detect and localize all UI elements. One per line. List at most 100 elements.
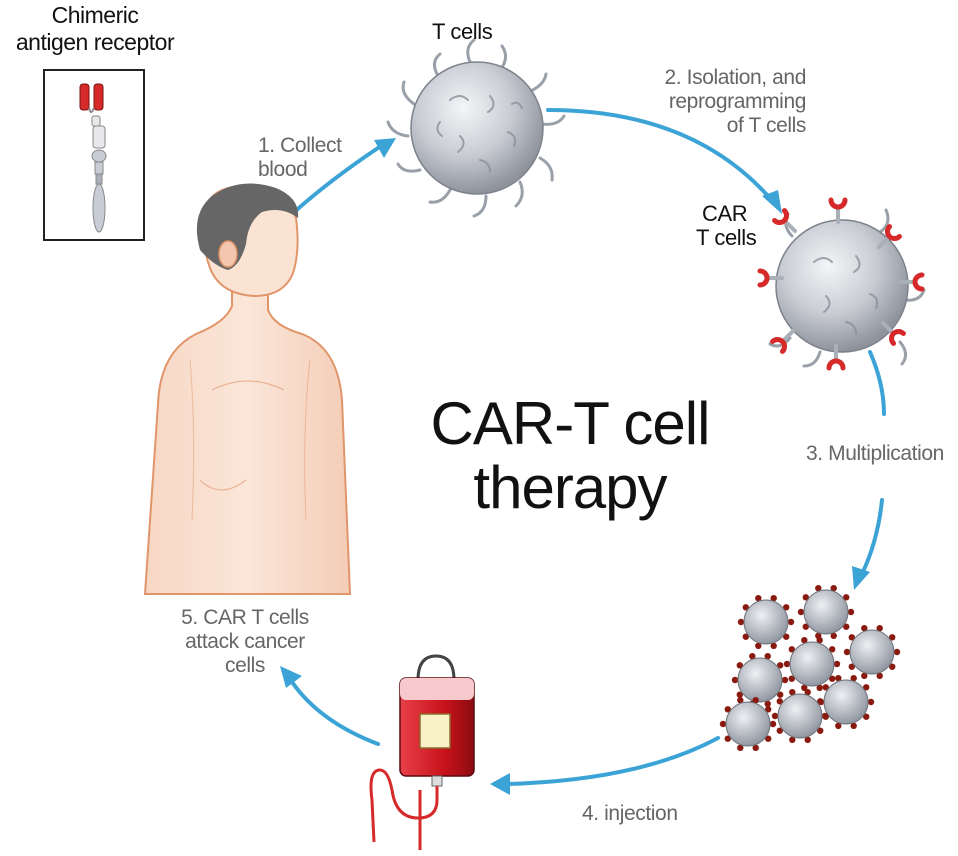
step-multiplication-text: 3. Multiplication (806, 442, 944, 465)
car-t-label: CAR T cells (696, 201, 757, 250)
cell-receptor-dot (889, 634, 896, 641)
step-collect-line-2: blood (258, 158, 308, 181)
step-isolation-line-2: reprogramming (668, 90, 807, 113)
car-t-cell-icon (757, 197, 926, 371)
arrow-attack-head (280, 666, 302, 688)
center-title: CAR-T cell therapy (390, 392, 750, 520)
cell-receptor-dot (737, 618, 745, 626)
cell-receptor-dot (843, 594, 850, 601)
cell-receptor-dot (861, 625, 868, 632)
cell-receptor-dot (765, 706, 772, 713)
step-collect-line-1: 1. Collect (258, 134, 342, 157)
cell-receptor-dot (771, 712, 779, 720)
cell-receptor-dot (776, 727, 783, 734)
cell-receptor-dot (724, 735, 731, 742)
cell-receptor-dot (783, 633, 790, 640)
t-cells-label: T cells (432, 19, 493, 44)
cell-receptor-dot (765, 735, 772, 742)
receptor-title-line-1: Chimeric (51, 2, 139, 28)
cell-receptor-dot (830, 585, 837, 592)
arrow-isolation (546, 108, 770, 198)
step-attack-line-3: cells (224, 654, 265, 677)
arrow-collect-head (374, 138, 396, 158)
cell-receptor-dot (749, 653, 756, 660)
car-t-line-1: CAR (702, 201, 748, 226)
cell-receptor-dot (817, 727, 824, 734)
cell-receptor-dot (835, 722, 842, 729)
iv-bag-icon (369, 654, 475, 850)
cell-receptor-dot (737, 697, 744, 704)
step-isolation-line-3: of T cells (726, 114, 807, 137)
receptor-title: Chimeric antigen receptor (0, 2, 190, 56)
cell-receptor-dot (863, 684, 870, 691)
cell-receptor-dot (752, 697, 759, 704)
cell-receptor-dot (843, 623, 850, 630)
car-t-line-2: T cells (696, 225, 757, 250)
cell-receptor-dot (783, 660, 791, 668)
cell-receptor-dot (829, 646, 836, 653)
cell-receptor-dot (850, 675, 857, 682)
cell-receptor-dot (788, 675, 795, 682)
arrow-multiplication-head (852, 566, 870, 590)
cell-receptor-dot (848, 634, 855, 641)
cell-receptor-dot (769, 720, 777, 728)
cell-receptor-dot (731, 676, 739, 684)
step-injection-text: 4. injection (582, 802, 678, 825)
cell-receptor-dot (829, 675, 836, 682)
arrow-collect (290, 146, 380, 216)
multiplied-cell (803, 589, 849, 635)
cell-receptor-dot (752, 744, 759, 751)
cell-receptor-dot (724, 706, 731, 713)
cell-receptor-dot (742, 604, 749, 611)
multiplied-cell (743, 599, 789, 645)
cell-receptor-dot (876, 672, 883, 679)
cell-receptor-dot (893, 648, 901, 656)
step-multiplication-label: 3. Multiplication (806, 442, 944, 466)
cell-receptor-dot (736, 691, 743, 698)
t-cell-icon (386, 38, 566, 218)
cell-receptor-dot (804, 689, 811, 696)
multiplied-cells-icon (719, 585, 901, 751)
cell-receptor-dot (847, 608, 855, 616)
step-isolation-label: 2. Isolation, and reprogramming of T cel… (664, 66, 807, 138)
arrow-attack (290, 680, 380, 746)
step-attack-line-2: attack cancer (185, 630, 305, 653)
cell-receptor-dot (830, 632, 837, 639)
cell-receptor-dot (755, 642, 762, 649)
cell-receptor-dot (764, 700, 771, 707)
cell-receptor-dot (776, 698, 783, 705)
multiplied-cell (737, 657, 783, 703)
multiplied-cell (777, 693, 823, 739)
multiplied-cell (725, 701, 771, 747)
chimeric-antigen-receptor-icon (43, 69, 145, 241)
cell-receptor-dot (787, 618, 795, 626)
center-title-line-1: CAR-T cell (430, 390, 711, 457)
cell-receptor-dot (815, 585, 822, 592)
cell-receptor-dot (789, 736, 796, 743)
cell-receptor-dot (822, 684, 829, 691)
multiplied-cell (823, 679, 869, 725)
cell-receptor-dot (783, 604, 790, 611)
arrow-injection (506, 736, 720, 786)
cell-receptor-dot (801, 684, 808, 691)
cell-receptor-dot (843, 648, 851, 656)
cell-receptor-dot (737, 744, 744, 751)
cell-receptor-dot (755, 595, 762, 602)
t-cells-text: T cells (432, 19, 493, 44)
cell-receptor-dot (867, 698, 875, 706)
cell-receptor-dot (802, 594, 809, 601)
step-injection-label: 4. injection (582, 802, 678, 826)
center-title-line-2: therapy (473, 454, 667, 521)
cell-receptor-dot (736, 662, 743, 669)
step-attack-label: 5. CAR T cells attack cancer cells (160, 606, 330, 678)
arrow-isolation-head (762, 190, 782, 214)
cell-receptor-dot (861, 672, 868, 679)
step-isolation-line-1: 2. Isolation, and (664, 66, 807, 89)
car-receptors (757, 197, 925, 371)
cell-receptor-dot (789, 689, 796, 696)
step-attack-line-1: 5. CAR T cells (181, 606, 309, 629)
arrow-multiplication-bottom (860, 498, 884, 576)
cell-receptor-dot (788, 646, 795, 653)
cell-receptor-dot (777, 662, 784, 669)
